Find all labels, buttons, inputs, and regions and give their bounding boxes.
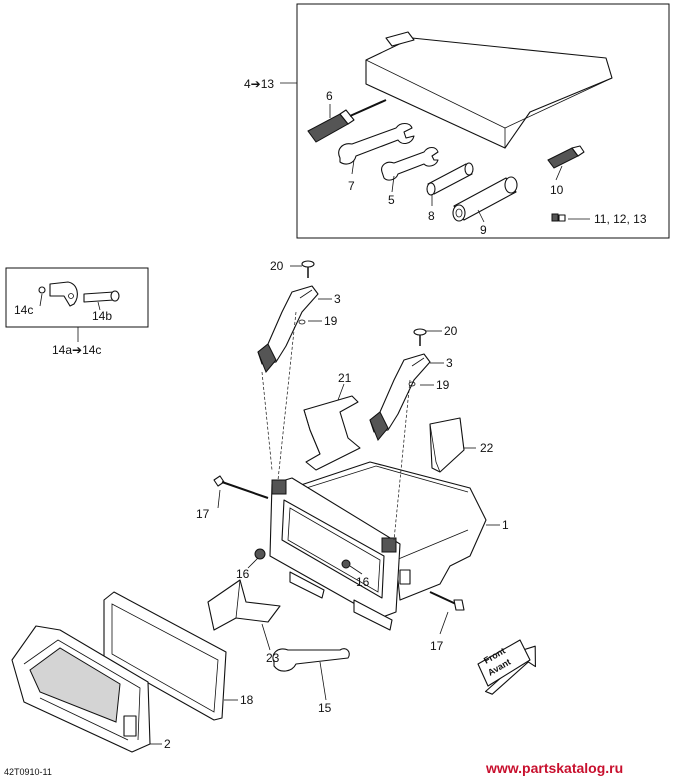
- spanner-wrench: [272, 648, 350, 672]
- support-arm-left: [257, 260, 319, 373]
- socket-wrench-long: [452, 176, 518, 222]
- bracket-kit-inset: [5, 267, 149, 328]
- label-16-right: 16: [356, 575, 370, 589]
- label-20-top: 20: [270, 259, 284, 273]
- nut-left: [254, 548, 266, 560]
- lid: [11, 625, 151, 753]
- bolt-right: [429, 591, 465, 611]
- label-6: 6: [326, 89, 333, 103]
- label-17-left: 17: [196, 507, 210, 521]
- drawing-code: 42T0910-11: [4, 767, 52, 777]
- label-14a-14c: 14a➔14c: [52, 343, 101, 357]
- heat-shield: [303, 395, 361, 471]
- label-21: 21: [338, 371, 352, 385]
- label-22: 22: [480, 441, 494, 455]
- label-1: 1: [502, 518, 509, 532]
- socket-wrench-short: [426, 162, 474, 196]
- label-9: 9: [480, 223, 487, 237]
- label-4-13: 4➔13: [244, 77, 274, 91]
- label-14c: 14c: [14, 303, 33, 317]
- label-19-top: 19: [324, 314, 338, 328]
- label-14b: 14b: [92, 309, 112, 323]
- label-3-top: 3: [334, 292, 341, 306]
- assembly-lines: [261, 311, 411, 541]
- label-3-bottom: 3: [446, 356, 453, 370]
- label-2: 2: [164, 737, 171, 751]
- leader-lines: [39, 82, 590, 745]
- part-labels: 4➔13 6 7 5 8 9 10 11, 12, 13 14c 14b 14a…: [14, 77, 647, 751]
- bolt-left: [213, 475, 269, 499]
- tool-pouch: [365, 31, 613, 149]
- label-16-left: 16: [236, 567, 250, 581]
- lower-shield: [207, 579, 281, 631]
- label-15: 15: [318, 701, 332, 715]
- front-direction-arrow: Front Avant: [477, 639, 536, 695]
- support-arm-right: [369, 328, 431, 441]
- watermark: www.partskatalog.ru: [485, 760, 623, 776]
- side-cover: [429, 417, 465, 473]
- label-19-bottom: 19: [436, 378, 450, 392]
- fuses: [551, 213, 566, 222]
- label-5: 5: [388, 193, 395, 207]
- tool-kit-inset: [296, 3, 670, 239]
- storage-box: [269, 461, 487, 631]
- label-20-bottom: 20: [444, 324, 458, 338]
- label-10: 10: [550, 183, 564, 197]
- label-7: 7: [348, 179, 355, 193]
- open-end-wrench-large: [338, 122, 415, 165]
- label-17-right: 17: [430, 639, 444, 653]
- screwdriver: [307, 99, 387, 143]
- label-18: 18: [240, 693, 254, 707]
- nut-right: [341, 559, 351, 569]
- fuse-puller: [547, 145, 585, 169]
- label-23: 23: [266, 651, 280, 665]
- open-end-wrench-small: [381, 146, 439, 181]
- label-11-12-13: 11, 12, 13: [594, 212, 647, 226]
- label-8: 8: [428, 209, 435, 223]
